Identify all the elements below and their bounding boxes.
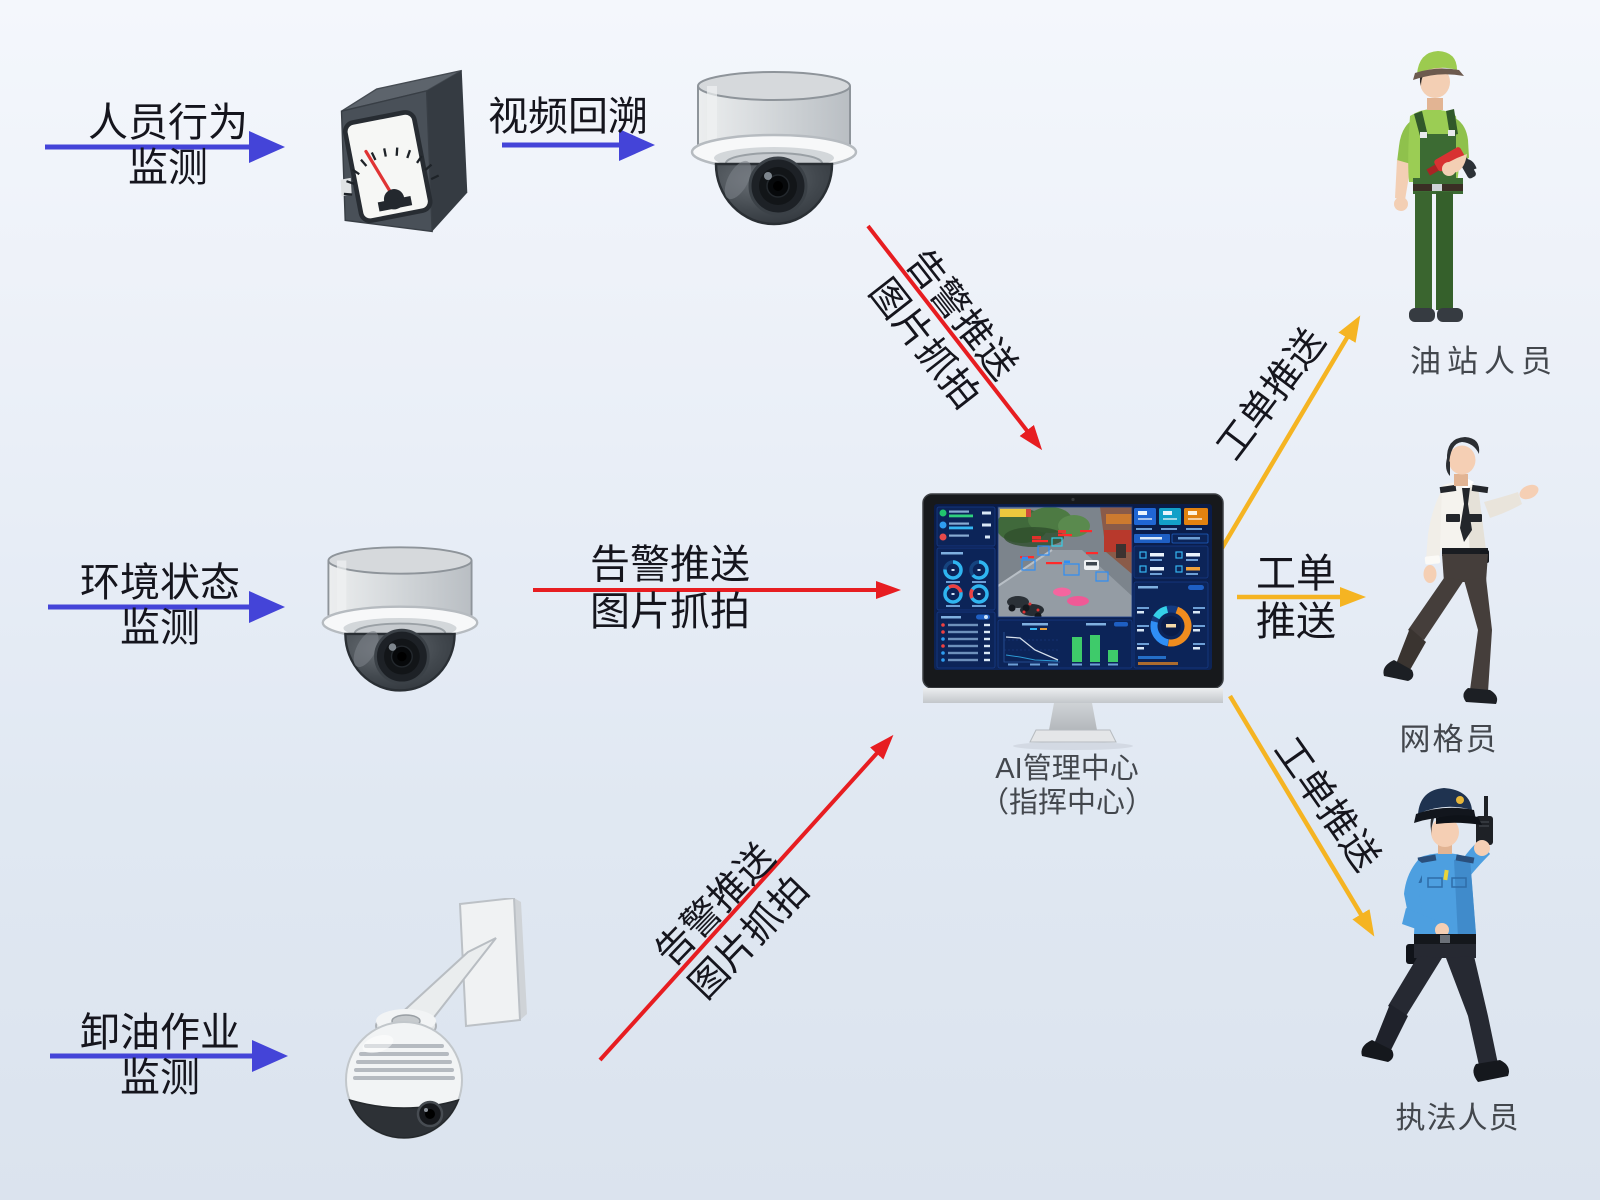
source-label-line1: 卸油作业 — [80, 1010, 240, 1055]
alarm-line1: 告警推送 — [590, 542, 750, 587]
source-label-environment-status: 环境状态 监测 — [55, 560, 265, 650]
flow-label-workorder-2: 工单 推送 — [1216, 550, 1376, 646]
officer-shoe — [1383, 660, 1414, 681]
worker-leg — [1436, 192, 1453, 310]
cap-badge-icon — [1456, 796, 1464, 804]
meter-needle — [364, 149, 396, 200]
caption-grid-officer: 网格员 — [1399, 722, 1499, 757]
flow-label-alarm-push-2: 告警推送 图片抓拍 — [575, 541, 765, 635]
police-leg — [1388, 956, 1442, 1016]
ring-chart — [1150, 605, 1192, 647]
dashboard-screen — [934, 504, 1212, 670]
police-face — [1431, 817, 1459, 847]
police-shoe — [1473, 1060, 1509, 1082]
ptz-wall-plate — [458, 898, 522, 1028]
caption-ai-center: AI管理中心 （指挥中心） — [957, 752, 1177, 820]
ptz-wall-plate-edge — [514, 898, 527, 1020]
caption-law-enforcement: 执法人员 — [1395, 1102, 1520, 1135]
source-label-oil-unloading: 卸油作业 监测 — [55, 1010, 265, 1100]
source-label-line2: 监测 — [120, 605, 200, 650]
flow-label-workorder-1: 工单推送 — [1209, 321, 1335, 469]
pressure-meter-icon — [340, 69, 468, 233]
ai-center-line1: AI管理中心 — [995, 753, 1139, 785]
police-shoe — [1361, 1040, 1394, 1062]
camera-lens — [748, 156, 808, 216]
worker-shoe — [1409, 308, 1435, 322]
worker-leg — [1415, 192, 1432, 310]
meter-face — [342, 110, 440, 224]
police-cap — [1418, 788, 1472, 814]
flow-label-alarm-push-1: 告警推送 图片抓拍 — [858, 241, 1026, 419]
ptz-vents — [353, 1044, 455, 1080]
meter-right-face — [426, 70, 468, 232]
source-label-line2: 监测 — [128, 145, 208, 190]
source-label-line2: 监测 — [120, 1055, 200, 1100]
police-officer-figure — [1361, 788, 1509, 1082]
grid-officer-figure — [1383, 437, 1539, 704]
flow-label-video-traceback: 视频回溯 — [488, 94, 648, 139]
green-bar-chart — [1072, 635, 1118, 666]
source-label-line1: 人员行为 — [88, 100, 248, 145]
dome-camera-icon — [690, 71, 858, 226]
officer-tie — [1460, 488, 1472, 542]
detection-overlays — [1020, 530, 1109, 582]
source-label-personnel-behavior: 人员行为 监测 — [58, 100, 278, 190]
monitor-chin — [923, 688, 1223, 703]
fuel-nozzle-icon — [1426, 147, 1477, 179]
monitor-stand-base — [1029, 729, 1117, 743]
ptz-camera-icon — [345, 898, 527, 1139]
worker-shoe — [1437, 308, 1463, 322]
worker-cap — [1417, 51, 1457, 74]
ai-dashboard-monitor-icon — [922, 493, 1224, 750]
workorder-line2: 推送 — [1256, 599, 1336, 644]
workorder-line1: 工单 — [1256, 551, 1336, 596]
gas-station-worker-figure — [1394, 51, 1477, 322]
officer-belt — [1442, 548, 1488, 556]
alarm-line2: 图片抓拍 — [590, 589, 750, 634]
caption-station-staff: 油站人员 — [1410, 344, 1558, 379]
officer-leg — [1408, 578, 1464, 640]
officer-shoe — [1463, 688, 1498, 704]
dome-camera-icon — [321, 546, 479, 692]
monitor-stand-neck — [1049, 703, 1097, 730]
police-leg — [1446, 956, 1498, 1070]
officer-face — [1448, 445, 1476, 475]
officer-leg — [1464, 578, 1492, 692]
webcam-dot — [1071, 497, 1075, 502]
officer-hair — [1446, 437, 1480, 466]
ai-center-line2: （指挥中心） — [979, 787, 1154, 819]
trend-line — [1005, 636, 1059, 661]
source-label-line1: 环境状态 — [80, 560, 240, 605]
video-feed — [998, 507, 1132, 617]
flow-label-alarm-push-3: 告警推送 图片抓拍 — [646, 835, 819, 1010]
